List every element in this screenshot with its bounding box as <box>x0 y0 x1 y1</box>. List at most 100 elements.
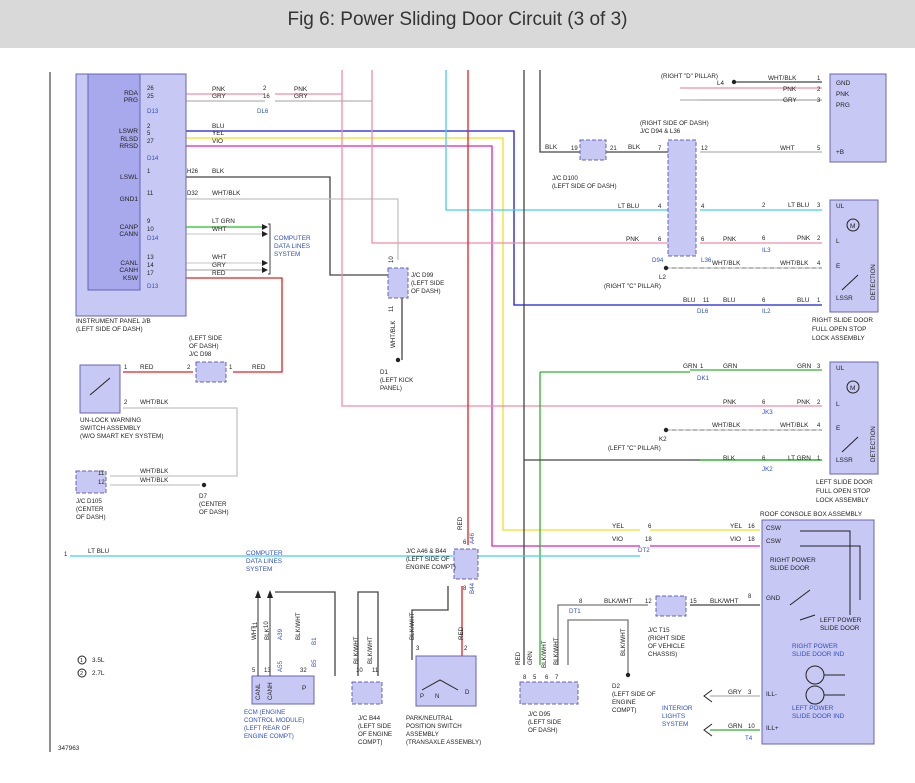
component-label: ENGINE <box>612 699 636 706</box>
wire-color-label: LT BLU <box>788 202 809 209</box>
wire-color-label: WHT/BLK <box>140 477 169 484</box>
wire-color-label: WHT/BLK <box>390 320 397 348</box>
connector-code: D13 <box>147 283 159 290</box>
connector-code: A39 <box>277 628 284 640</box>
connector-code: D14 <box>147 235 159 242</box>
pin-label: LSSR <box>836 295 853 302</box>
pin-number: 32 <box>300 668 307 674</box>
component-label: OF DASH) <box>528 727 558 734</box>
wire-color-label: GRY <box>212 262 226 269</box>
pin-label: CANP <box>120 224 139 231</box>
pin-label: P <box>302 685 306 692</box>
component-label: (LEFT SIDE <box>358 723 391 730</box>
component-label: SLIDE DOOR <box>770 565 810 572</box>
wire-color-label: PNK <box>797 235 811 242</box>
component-label: COMPT) <box>612 707 636 714</box>
jc-t15-box <box>655 595 687 617</box>
pin-number: 10 <box>356 668 363 674</box>
wire-color-label: VIO <box>730 536 741 543</box>
pin-number: 21 <box>610 146 617 152</box>
legend-circle-1 <box>77 655 87 665</box>
pin-number: 11 <box>147 191 154 197</box>
pin-number: 2 <box>762 203 766 209</box>
connector-code: T4 <box>745 735 753 742</box>
pin-number: 16 <box>748 524 755 530</box>
component-label: D7 <box>199 493 207 500</box>
pin-number: 6 <box>762 400 766 406</box>
title-bar <box>0 0 915 48</box>
wire-color-label: GRY <box>728 689 742 696</box>
wire-color-label: BLU <box>797 297 810 304</box>
wire-color-label: WHT/BLK <box>212 190 241 197</box>
wire-blk-top <box>539 70 690 153</box>
component-label: PARK/NEUTRAL <box>406 715 454 722</box>
component-label: (LEFT SIDE OF DASH) <box>76 326 143 333</box>
pin-label: PRG <box>124 97 138 104</box>
wire-color-label: GRY <box>783 97 797 104</box>
wire-color-label: LT BLU <box>618 203 639 210</box>
pin-number: 11 <box>98 471 105 477</box>
connector-code: L2 <box>659 274 666 281</box>
wire-blkwht-t15 <box>557 604 648 665</box>
component-label: DATA LINES <box>246 558 282 565</box>
wire-lswr <box>185 130 690 306</box>
connector-code: IL2 <box>762 308 771 315</box>
wire-color-label: LT GRN <box>788 455 811 462</box>
component-label: (LEFT SIDE <box>189 335 222 342</box>
legend-mark: 1 <box>80 658 83 664</box>
pin-number: 8 <box>523 675 527 681</box>
wire-color-label: RED <box>212 270 226 277</box>
arrow-icon <box>262 267 268 273</box>
component-label: COMPT) <box>358 739 382 746</box>
pin-number: 13 <box>264 668 271 674</box>
pin-number: 3 <box>817 98 821 104</box>
pin-number: 6 <box>658 237 662 243</box>
component-label: SLIDE DOOR <box>820 625 860 632</box>
legend-mark: 2 <box>80 671 83 677</box>
motor-letter: M <box>850 385 856 392</box>
component-label: DETECTION <box>870 264 877 300</box>
unlock-switch-box <box>79 364 121 414</box>
component-label: OF VEHICLE <box>648 643 685 650</box>
pin-number: 10 <box>264 621 270 628</box>
pin-number: 11 <box>253 621 259 628</box>
pin-number: 2 <box>124 400 128 406</box>
wire-color-label: BLU <box>723 297 736 304</box>
pin-number: 1 <box>700 364 704 370</box>
connector-code: B44 <box>469 582 476 594</box>
pin-number: 6 <box>762 236 766 242</box>
wire-color-label: BLK/WHT <box>541 640 548 668</box>
pin-number: 14 <box>147 263 154 269</box>
jc-d105-box <box>75 470 107 494</box>
pin-number: 12 <box>645 599 652 605</box>
arrow-icon <box>267 590 273 598</box>
wire-ltblu-right <box>445 70 690 211</box>
switch-contact <box>421 679 459 691</box>
jc-b44-box <box>351 681 383 705</box>
bracket <box>268 223 271 275</box>
component-label: COMPUTER <box>246 550 283 557</box>
ground-d2 <box>625 672 631 678</box>
wire-color-label: GRY <box>212 93 226 100</box>
pin-label: GND1 <box>120 196 139 203</box>
legend-label: 3.5L <box>92 657 105 664</box>
ground-l4 <box>731 79 737 85</box>
component-label: ASSEMBLY <box>406 731 439 738</box>
jc-d98-box <box>195 361 227 383</box>
pin-number: 1 <box>64 552 68 558</box>
pin-number: 10 <box>147 227 154 233</box>
component-label: LEFT SLIDE DOOR <box>816 479 873 486</box>
wire-color-label: PNK <box>626 236 640 243</box>
pin-label: L <box>836 238 840 245</box>
wire-color-label: GRN <box>797 363 812 370</box>
component-label: OF DASH) <box>199 509 229 516</box>
component-label: (RIGHT SIDE <box>648 635 685 642</box>
pin-number: H26 <box>187 169 199 175</box>
pin-number: 4 <box>658 204 662 210</box>
component-label: FULL OPEN STOP <box>812 326 866 333</box>
ground-l2 <box>663 265 669 271</box>
component-label: LEFT POWER <box>820 617 862 624</box>
left-door-lock-box <box>829 361 879 475</box>
pin-label: +B <box>836 149 844 156</box>
connector-code: DK1 <box>697 375 710 382</box>
